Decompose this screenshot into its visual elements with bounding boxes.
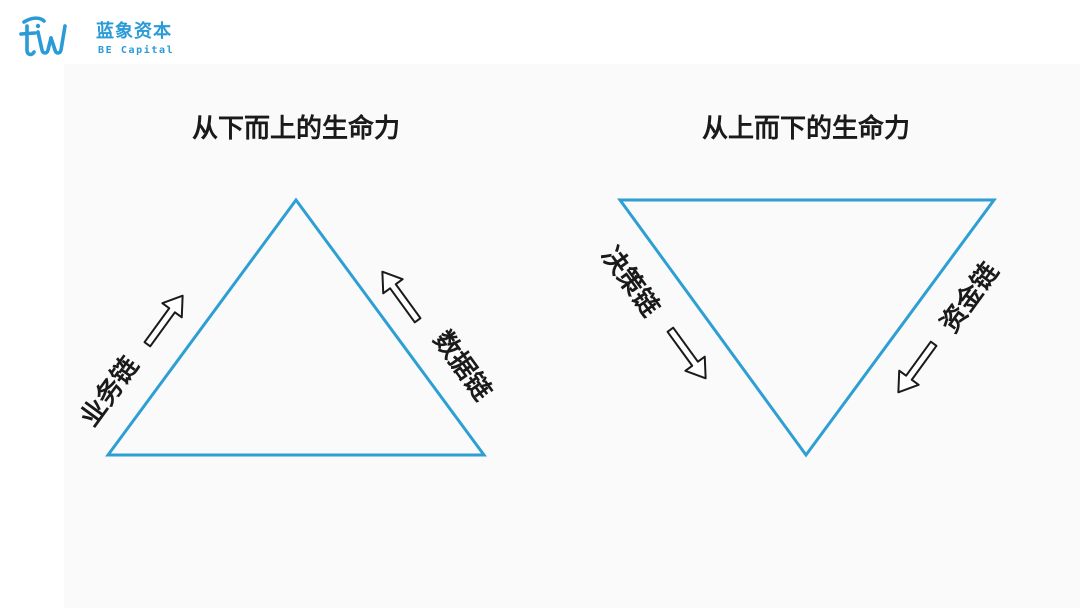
business-chain-arrow-icon — [143, 294, 184, 348]
downward-triangle — [617, 198, 997, 458]
elephant-logo-icon — [19, 16, 67, 57]
data-chain-arrow-icon — [381, 270, 422, 324]
right-diagram-title: 从上而下的生命力 — [701, 114, 910, 144]
decision-chain-label: 决策链 — [595, 241, 666, 322]
brand-name-cn: 蓝象资本 — [96, 21, 172, 42]
capital-chain-arrow-icon — [897, 340, 938, 394]
brand-logo: 蓝象资本 BE Capital — [18, 12, 178, 62]
slide-background — [64, 64, 1080, 608]
brand-name-en: BE Capital — [98, 45, 175, 56]
left-diagram-title: 从下而上的生命力 — [191, 114, 400, 144]
upward-triangle — [105, 197, 487, 457]
decision-chain-arrow-icon — [666, 326, 707, 380]
